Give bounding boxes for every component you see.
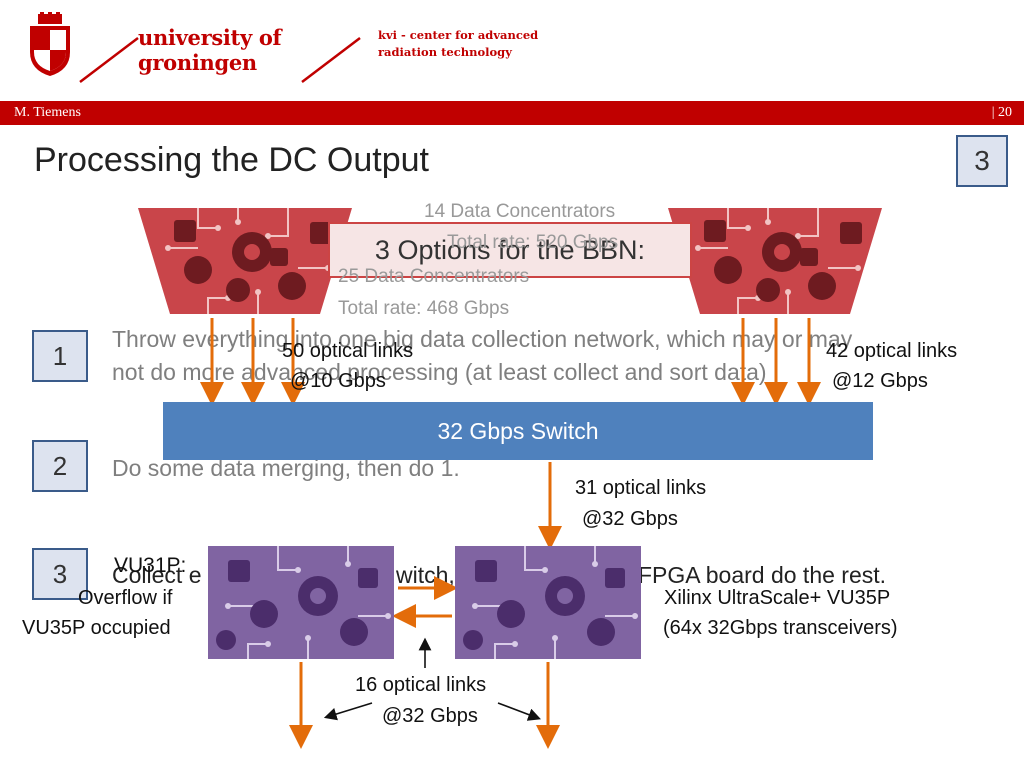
slide-title: Processing the DC Output xyxy=(34,141,429,179)
options-banner: 3 Options for the BBN: xyxy=(328,222,692,278)
divider-slash xyxy=(301,37,361,83)
university-name-line1: university of xyxy=(138,25,282,50)
bottom-link-speed: @32 Gbps xyxy=(382,705,478,727)
author-name: M. Tiemens xyxy=(14,105,81,120)
top-concentrator-count: 14 Data Concentrators xyxy=(424,201,616,222)
option-1-text-line1: Throw everything into one big data colle… xyxy=(112,326,853,352)
bottom-link-count: 16 optical links xyxy=(355,674,487,696)
overflow-label-line1: Overflow if xyxy=(78,587,173,609)
option-3-text-end: FPGA board do the rest. xyxy=(638,562,887,588)
bottom-concentrator-count: 25 Data Concentrators xyxy=(338,266,530,287)
option-3-number: 3 xyxy=(32,548,88,600)
arrow-label-pointer xyxy=(323,702,373,721)
fpga-chip-icon xyxy=(455,546,641,659)
vu31p-label: VU31P: xyxy=(114,554,187,577)
overflow-label-line2: VU35P occupied xyxy=(22,617,171,639)
option-1-number: 1 xyxy=(32,330,88,382)
xilinx-label-line1: Xilinx UltraScale+ VU35P xyxy=(664,587,891,609)
left-link-speed: @10 Gbps xyxy=(290,370,386,392)
slide-badge: 3 xyxy=(956,135,1008,187)
kvi-name-line1: kvi - center for advanced xyxy=(378,28,539,42)
university-name-line2: groningen xyxy=(138,50,257,75)
switch-output-link-count: 31 optical links xyxy=(575,477,707,499)
arrow-label-pointer xyxy=(497,702,541,721)
university-crest-icon xyxy=(30,12,70,76)
left-link-count: 50 optical links xyxy=(282,340,414,362)
option-2-number: 2 xyxy=(32,440,88,492)
kvi-name-line2: radiation technology xyxy=(378,45,512,59)
switch-block: 32 Gbps Switch xyxy=(163,402,873,460)
xilinx-label-line2: (64x 32Gbps transceivers) xyxy=(663,617,898,639)
divider-slash xyxy=(79,37,139,83)
bottom-concentrator-rate: Total rate: 468 Gbps xyxy=(338,298,510,319)
option-1-text-line2: not do more advanced processing (at leas… xyxy=(112,359,767,385)
option-3-text-start: Collect e xyxy=(112,562,202,588)
top-concentrator-rate: Total rate: 520 Gbps xyxy=(447,232,619,253)
data-concentrator-chip-icon xyxy=(138,208,352,314)
right-link-speed: @12 Gbps xyxy=(832,370,928,392)
right-link-count: 42 optical links xyxy=(826,340,958,362)
data-concentrator-chip-icon xyxy=(668,208,882,314)
page-number: | 20 xyxy=(991,105,1012,120)
header-bar xyxy=(0,101,1024,125)
switch-output-link-speed: @32 Gbps xyxy=(582,508,678,530)
fpga-chip-icon xyxy=(208,546,394,659)
